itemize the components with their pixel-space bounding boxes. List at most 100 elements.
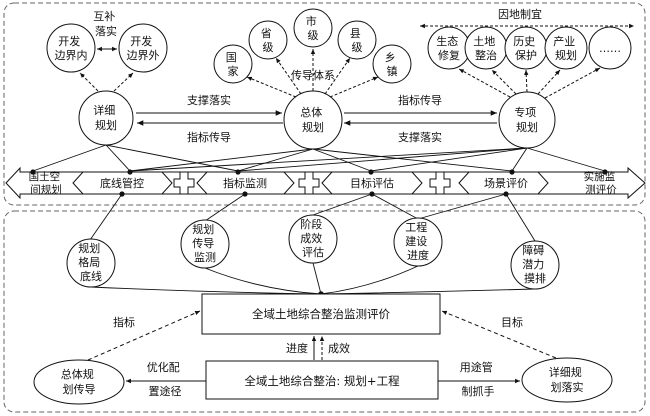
band-to-circles-connectors: [89, 193, 536, 242]
svg-text:优化配 置途径: 优化配 置途径: [147, 360, 184, 398]
heritage-label-1: 历史: [513, 35, 535, 48]
stage-target-shape: [321, 171, 423, 195]
stage-baseline-shape: [72, 171, 173, 195]
indicator-label-left: 指标传导: [187, 130, 231, 144]
land-label-2: 整治: [475, 48, 497, 62]
city-node: [293, 8, 333, 48]
svg-text:国土空 间规划: 国土空 间规划: [29, 170, 64, 196]
inner-boundary-label-2: 边界内: [55, 48, 88, 62]
local-conditions-label: 因地制宜: [498, 7, 542, 21]
svg-text:专项 规划: 专项 规划: [514, 105, 540, 134]
detail-implementation-ellipse: [521, 357, 613, 403]
svg-text:用途管 制抓手: 用途管 制抓手: [460, 360, 497, 398]
svg-text:障碍 潜力 摸排: 障碍 潜力 摸排: [522, 243, 548, 285]
left-arrow-label-1: 优化配: [147, 360, 180, 374]
circles-convergence-lines: [90, 262, 536, 295]
svg-text:市 级: 市 级: [306, 14, 321, 42]
svg-text:省 级: 省 级: [261, 27, 276, 54]
master-plan-label-2: 规划: [302, 120, 324, 134]
svg-text:详细规 划落实: 详细规 划落实: [549, 365, 586, 394]
country-label-1: 国: [226, 51, 237, 64]
master-transmission-ellipse: [33, 359, 125, 405]
svg-text:总体 规划: 总体 规划: [300, 105, 326, 134]
city-label-2: 级: [308, 29, 319, 42]
target-label: 目标: [501, 315, 523, 329]
top-to-band-connectors: [32, 144, 606, 172]
county-node: [337, 20, 377, 60]
monitoring-box-label: 全域土地综合整治监测评价: [252, 307, 390, 321]
master-transmission-label-2: 划传导: [63, 383, 96, 396]
master-plan-label-1: 总体: [300, 105, 322, 119]
more-label: ……: [599, 42, 621, 55]
stage-indicator: 指标监测: [223, 176, 267, 190]
province-node: [248, 20, 288, 60]
svg-text:产业 规划: 产业 规划: [553, 34, 579, 62]
country-label-2: 家: [228, 64, 239, 78]
province-label-2: 级: [263, 41, 274, 54]
heritage-label-2: 保护: [515, 48, 537, 62]
detailed-plan-node: [78, 90, 134, 146]
township-label-2: 镇: [387, 64, 398, 78]
land-label-1: 土地: [473, 35, 495, 48]
country-node: [213, 44, 253, 84]
svg-text:工程 建设 进度: 工程 建设 进度: [405, 221, 431, 262]
ecology-label-2: 修复: [438, 48, 460, 62]
ecology-node: [427, 26, 471, 70]
detailed-plan-label-2: 规划: [95, 118, 117, 132]
plus-icon: [173, 171, 451, 195]
county-label-2: 级: [352, 41, 363, 54]
stage-scenario: 场景评价: [484, 176, 528, 190]
svg-text:阶段 成效 评估: 阶段 成效 评估: [300, 217, 326, 259]
outer-boundary-label-1: 开发: [130, 34, 152, 48]
industry-label-2: 规划: [555, 48, 577, 62]
master-transmission-label-1: 总体规: [61, 367, 94, 381]
right-arrow-label-1: 用途管: [460, 360, 493, 374]
industry-node: [544, 26, 588, 70]
band-left-label-1: 国土空: [29, 170, 61, 183]
left-arrow-label-2: 置途径: [149, 384, 182, 398]
svg-text:规划 传导 监测: 规划 传导 监测: [192, 222, 218, 264]
detail-implementation-label-1: 详细规: [549, 365, 582, 379]
mutual-label: 互补 落实: [93, 10, 119, 38]
industry-label-1: 产业: [553, 34, 575, 48]
svg-text:县 级: 县 级: [350, 27, 365, 54]
inner-boundary-node: [46, 23, 96, 73]
svg-text:国 家: 国 家: [226, 51, 241, 78]
svg-text:历史 保护: 历史 保护: [513, 35, 539, 62]
heritage-node: [504, 26, 548, 70]
support-label-right: 支撑落实: [398, 130, 442, 144]
svg-text:规划 格局 底线: 规划 格局 底线: [78, 241, 104, 283]
svg-text:土地 整治: 土地 整治: [473, 35, 499, 62]
monitoring-box: [201, 293, 441, 335]
top-section-frame: [3, 2, 646, 206]
svg-text:生态 修复: 生态 修复: [436, 34, 462, 62]
support-label-left: 支撑落实: [187, 93, 231, 107]
target-dashed-arrow: [441, 310, 557, 359]
stage-scenario-shape: [458, 171, 549, 195]
ecology-label-1: 生态: [436, 34, 458, 48]
detail-implementation-label-2: 划落实: [551, 380, 584, 394]
outer-boundary-node: [118, 23, 168, 73]
detailed-plan-label-1: 详细: [93, 103, 115, 117]
province-label-1: 省: [261, 27, 272, 40]
indicator-label-right: 指标传导: [398, 93, 442, 107]
township-label-1: 乡: [385, 51, 396, 64]
special-plan-node: [498, 91, 556, 149]
svg-text:详细 规划: 详细 规划: [93, 103, 119, 132]
special-plan-label-2: 规划: [516, 120, 538, 134]
svg-text:总体规 划传导: 总体规 划传导: [61, 367, 98, 396]
city-label-1: 市: [306, 14, 317, 28]
svg-text:开发 边界内: 开发 边界内: [55, 34, 88, 62]
stage-indicator-shape: [196, 171, 295, 195]
stage-target: 目标评估: [350, 176, 394, 190]
township-node: [372, 44, 412, 84]
indicator-label: 指标: [113, 315, 135, 329]
band-left-label-2: 间规划: [30, 183, 62, 196]
master-plan-node: [283, 90, 343, 150]
right-arrow-label-2: 制抓手: [462, 384, 495, 398]
inner-boundary-label-1: 开发: [58, 34, 80, 48]
stage-baseline: 底线管控: [100, 176, 144, 190]
band-right-label-2: 测评价: [585, 183, 617, 196]
integrated-consolidation-label: 全域土地综合整治: 规划+工程: [244, 374, 400, 388]
